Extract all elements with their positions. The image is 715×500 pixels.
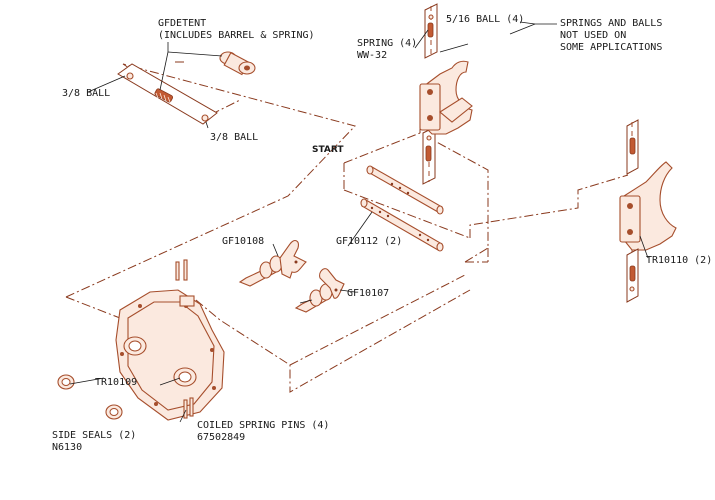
label-note-line3: SOME APPLICATIONS bbox=[560, 42, 662, 53]
shifter-shaft-gf10107 bbox=[294, 268, 345, 313]
label-note-line2: NOT USED ON bbox=[560, 30, 626, 41]
label-gf-detent: GFDETENT bbox=[158, 18, 206, 29]
top-cover bbox=[115, 289, 225, 421]
detent-spring-icon bbox=[154, 88, 174, 103]
spring-strip-mid bbox=[422, 126, 436, 185]
shift-fork-upper bbox=[419, 60, 473, 135]
side-seal-lower bbox=[105, 404, 123, 420]
label-gf-detent-note: (INCLUDES BARREL & SPRING) bbox=[158, 30, 315, 41]
label-spring-part: WW-32 bbox=[357, 50, 387, 61]
shift-fork-right bbox=[619, 161, 677, 251]
label-ball-38-left: 3/8 BALL bbox=[62, 88, 110, 99]
leader-lines bbox=[69, 21, 649, 423]
label-ball-38-right: 3/8 BALL bbox=[210, 132, 258, 143]
labels: GFDETENT (INCLUDES BARREL & SPRING) 3/8 … bbox=[52, 14, 712, 453]
spring-strip-top bbox=[424, 3, 438, 59]
shift-rod-lower bbox=[360, 198, 444, 252]
label-gf10112: GF10112 (2) bbox=[336, 236, 402, 247]
label-gf10107: GF10107 bbox=[347, 288, 389, 299]
detent-barrel-icon bbox=[219, 51, 256, 76]
label-coiled-pins-part: 67502849 bbox=[197, 432, 245, 443]
label-side-seals-part: N6130 bbox=[52, 442, 82, 453]
label-spring: SPRING (4) bbox=[357, 38, 417, 49]
shift-rod-upper bbox=[366, 165, 444, 215]
label-tr10109: TR10109 bbox=[95, 377, 137, 388]
shifter-shaft-gf10108 bbox=[238, 239, 307, 287]
label-note-line1: SPRINGS AND BALLS bbox=[560, 18, 662, 29]
label-ball-516: 5/16 BALL (4) bbox=[446, 14, 524, 25]
coiled-pin-top bbox=[175, 259, 188, 281]
label-side-seals: SIDE SEALS (2) bbox=[52, 430, 136, 441]
side-seal-upper bbox=[57, 374, 75, 390]
spring-strip-right-top bbox=[626, 119, 639, 175]
spring-strip-right-bottom bbox=[626, 248, 639, 303]
label-gf10108: GF10108 bbox=[222, 236, 264, 247]
label-start: START bbox=[312, 145, 344, 155]
label-tr10110: TR10110 (2) bbox=[646, 255, 712, 266]
label-coiled-pins: COILED SPRING PINS (4) bbox=[197, 420, 329, 431]
